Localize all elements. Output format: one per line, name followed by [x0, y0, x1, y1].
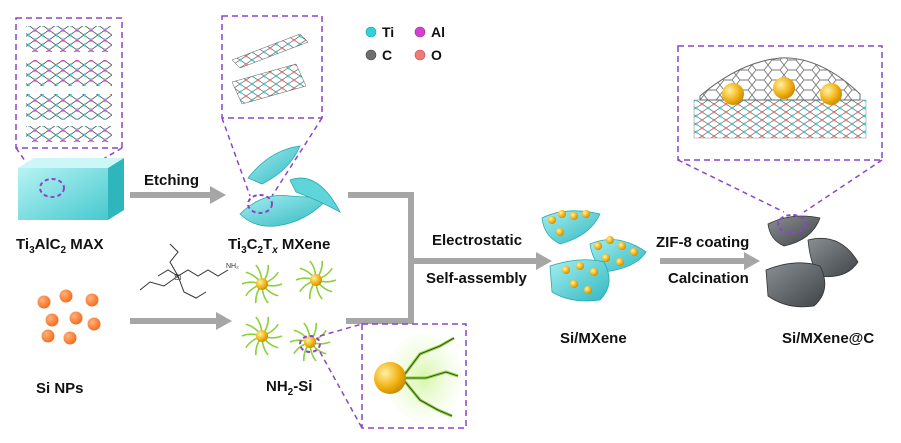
nh2-si-label: NH2-Si: [266, 378, 313, 398]
legend-al: Al: [431, 24, 445, 40]
calcination-label: Calcination: [668, 270, 749, 287]
si-nanoparticles: [37, 289, 101, 345]
max-lattice: [26, 26, 112, 142]
final-structure: [693, 57, 867, 139]
mxene-inset-box: [221, 15, 323, 119]
max-label: Ti3AlC2 MAX: [16, 236, 104, 256]
etching-label: Etching: [144, 172, 199, 189]
max-block: [18, 158, 124, 220]
element-legend: Ti Al C O: [365, 24, 445, 63]
electrostatic-label: Electrostatic: [432, 232, 523, 249]
silane-molecule: [139, 243, 229, 299]
si-mxene-composite: [541, 210, 647, 302]
legend-ti: Ti: [382, 24, 394, 40]
merge-connector: [346, 192, 552, 324]
mxene-label: Ti3C2Tx MXene: [228, 236, 331, 256]
mxene-lattice: [231, 33, 309, 105]
si-mxene-c-composite: [765, 215, 859, 308]
coating-arrow: [660, 252, 760, 270]
si-mxene-c-label: Si/MXene@C: [782, 330, 875, 347]
functionalization-arrow: [130, 312, 232, 330]
legend-c: C: [382, 47, 392, 63]
nh2-si-zoom: [374, 334, 462, 422]
mxene-sheets: [239, 145, 341, 227]
zif-coating-label: ZIF-8 coating: [656, 234, 750, 251]
etching-arrow: [130, 186, 226, 204]
si-nps-label: Si NPs: [36, 380, 84, 397]
si-mxene-label: Si/MXene: [560, 330, 627, 347]
svg-text:Si: Si: [174, 273, 181, 282]
self-assembly-label: Self-assembly: [426, 270, 527, 287]
nh2-si-particles: [241, 260, 337, 362]
legend-o: O: [431, 47, 442, 63]
silane-nh2: NH₂: [226, 263, 239, 270]
